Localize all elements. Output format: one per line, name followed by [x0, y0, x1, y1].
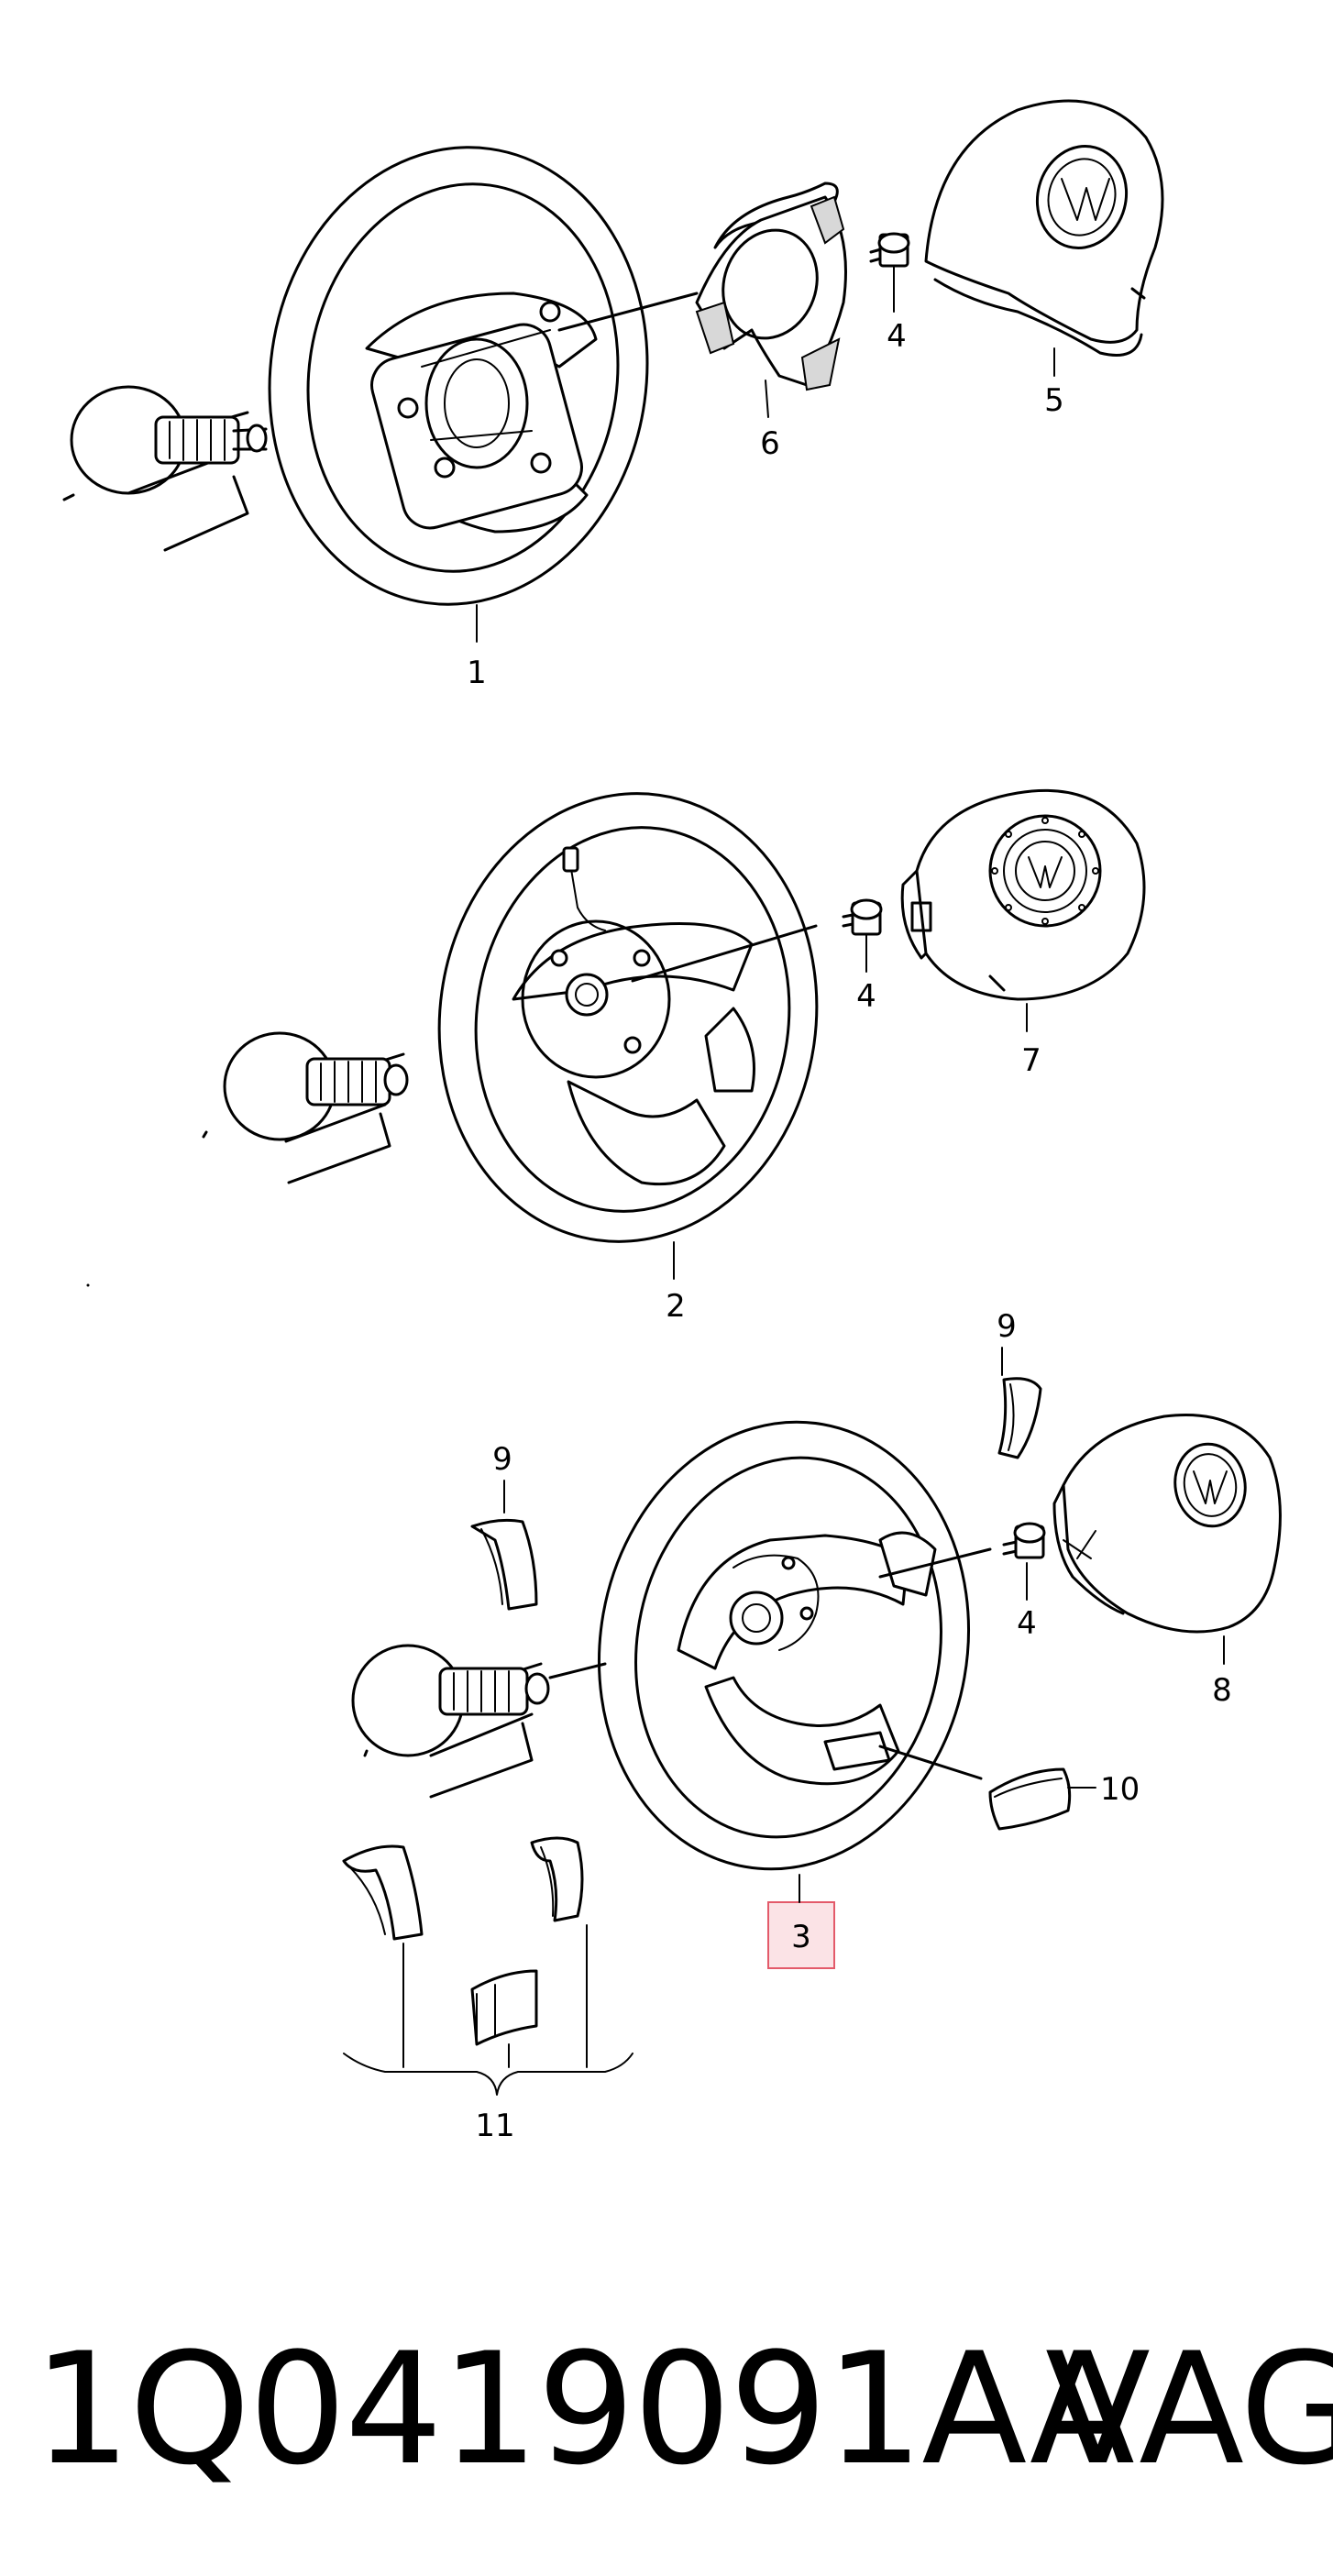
stray-dot: [86, 1283, 90, 1287]
callout-7: 7: [1021, 1042, 1041, 1079]
callout-3[interactable]: 3: [791, 1919, 811, 1955]
callout-1: 1: [467, 655, 487, 691]
part-number: 1Q0419091AA: [33, 2319, 1135, 2499]
steering-wheel-assembly-3: [86, 1283, 1282, 2096]
callout-9-left: 9: [492, 1441, 512, 1478]
highlighted-callout-box: [767, 1901, 835, 1969]
airbag-unit-8: [1052, 1413, 1282, 1665]
callout-4-bottom: 4: [1017, 1605, 1037, 1642]
brand-name: VAG: [1045, 2319, 1333, 2499]
callout-10: 10: [1100, 1771, 1140, 1808]
callout-2: 2: [666, 1288, 686, 1325]
callout-11: 11: [475, 2108, 514, 2144]
steering-wheel-2: [437, 792, 819, 1243]
callout-6: 6: [760, 425, 780, 462]
callout-8: 8: [1212, 1672, 1232, 1709]
callout-5: 5: [1044, 382, 1064, 419]
steering-wheel-1: [268, 146, 699, 606]
callout-9-right: 9: [997, 1308, 1017, 1345]
screw-4-top: [869, 232, 910, 268]
screw-4-middle: [842, 898, 883, 936]
airbag-unit-7: [900, 788, 1146, 1001]
footer: 1Q0419091AA VAG: [0, 2319, 1333, 2503]
screw-4-bottom: [1002, 1522, 1046, 1601]
steering-wheel-assembly-1: [62, 99, 1164, 643]
steering-wheel-3[interactable]: [564, 1393, 1003, 1899]
steering-wheel-assembly-2: [202, 788, 1146, 1280]
switch-cover-10: [988, 1767, 1096, 1831]
airbag-unit-5: [924, 99, 1164, 357]
trim-set-11: [342, 1836, 633, 2096]
trim-cap-9-right: [997, 1347, 1042, 1459]
callout-4-top: 4: [887, 318, 907, 355]
trim-cap-9-left: [470, 1480, 538, 1611]
callout-4-middle: 4: [856, 978, 876, 1015]
trim-cover-6: [695, 182, 847, 391]
steering-column-bottom: [351, 1644, 607, 1799]
steering-column-middle: [202, 1031, 409, 1184]
steering-column-top: [62, 385, 268, 552]
